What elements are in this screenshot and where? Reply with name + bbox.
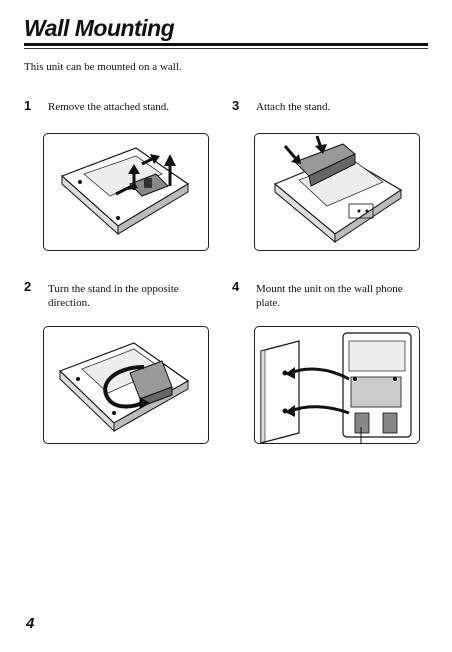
- step-1-text: Remove the attached stand.: [48, 101, 169, 113]
- step-1-illustration: [43, 133, 209, 251]
- page-number: 4: [26, 615, 35, 632]
- step-3-text: Attach the stand.: [256, 101, 331, 113]
- intro-text: This unit can be mounted on a wall.: [24, 61, 182, 73]
- step-2-text: Turn the stand in the opposite direction…: [48, 283, 179, 309]
- step-4-illustration: [254, 326, 420, 444]
- page-title: Wall Mounting: [24, 15, 175, 41]
- step-3-number: 3: [232, 98, 240, 113]
- title-rule-thick: [24, 43, 428, 46]
- step-4-number: 4: [232, 279, 240, 294]
- step-3-illustration: [254, 133, 420, 251]
- step-2-number: 2: [24, 279, 32, 294]
- step-2-illustration: [43, 326, 209, 444]
- step-1-number: 1: [24, 98, 32, 113]
- step-4-text: Mount the unit on the wall phone plate.: [256, 283, 403, 309]
- title-rule-thin: [24, 48, 428, 49]
